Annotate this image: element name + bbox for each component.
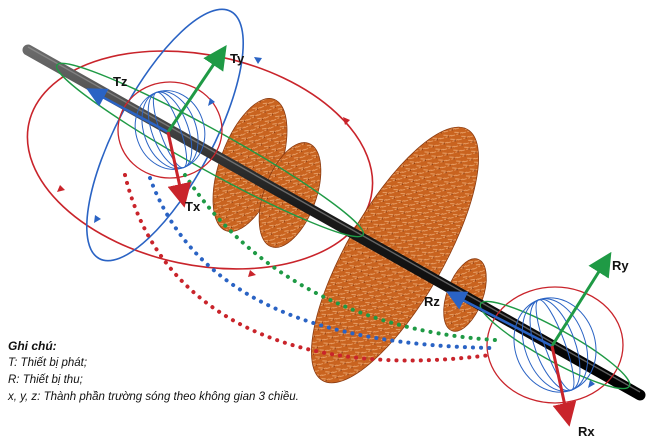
propagation-path-blue bbox=[148, 176, 494, 350]
legend-line-transmitter: T: Thiết bị phát; bbox=[8, 357, 88, 369]
legend-title: Ghi chú: bbox=[8, 339, 57, 353]
rz-label: Rz bbox=[424, 294, 440, 309]
rz-axis-arrow bbox=[446, 291, 553, 348]
logging-tool-rod-highlight bbox=[27, 46, 641, 393]
legend-line-receiver: R: Thiết bị thu; bbox=[8, 374, 83, 386]
transmitter-coil-windings bbox=[134, 90, 206, 170]
propagation-path-red bbox=[123, 173, 492, 363]
ry-label: Ry bbox=[612, 258, 629, 273]
rx-label: Rx bbox=[578, 424, 595, 439]
transmitter-green-field-loop bbox=[55, 62, 365, 238]
tx-axis-arrow bbox=[166, 131, 192, 208]
transmitter-coil-sphere bbox=[117, 81, 223, 179]
tz-label: Tz bbox=[113, 74, 128, 89]
ty-axis-arrow bbox=[166, 45, 227, 133]
ry-axis-arrow bbox=[550, 251, 612, 347]
field-direction-arrows bbox=[57, 57, 595, 388]
ty-label: Ty bbox=[230, 51, 245, 66]
legend-line-components: x, y, z: Thành phần trường sóng theo khô… bbox=[8, 391, 299, 403]
receiver-coil-windings bbox=[513, 297, 597, 393]
tz-axis-arrow bbox=[86, 88, 169, 134]
transmitter-red-field-loop bbox=[26, 50, 374, 270]
tx-label: Tx bbox=[185, 199, 201, 214]
transmitter-blue-field-loop bbox=[85, 8, 245, 262]
propagation-path-green bbox=[183, 173, 497, 342]
legend: Ghi chú: T: Thiết bị phát; R: Thiết bị t… bbox=[8, 338, 338, 406]
rx-axis-arrow bbox=[550, 345, 577, 427]
